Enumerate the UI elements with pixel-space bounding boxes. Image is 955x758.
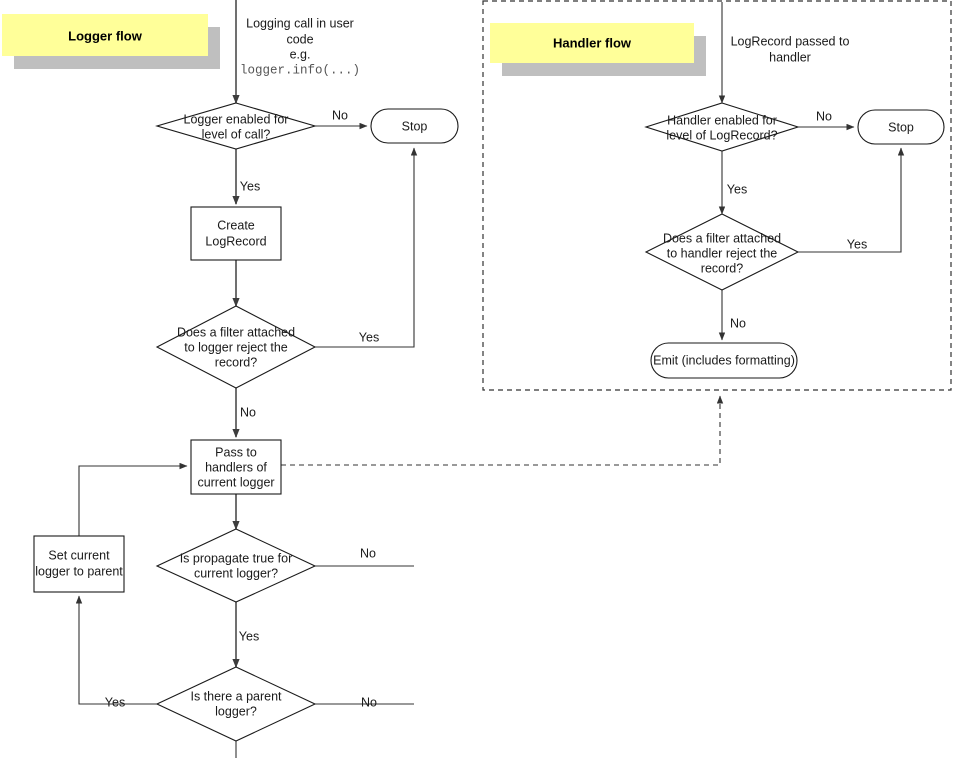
node-logger-filter[interactable]: Does a filter attached to logger reject … <box>155 305 317 389</box>
logger-entry-text: Logging call in user code e.g. logger.in… <box>240 16 360 77</box>
label-logger-enabled-yes: Yes <box>240 179 260 193</box>
is-propagate-line-1: Is propagate true for <box>180 551 293 565</box>
create-logrecord-shape[interactable] <box>190 206 282 261</box>
node-emit[interactable]: Emit (includes formatting) <box>650 342 798 379</box>
edge-pass-to-handler-flow <box>281 395 724 466</box>
logger-entry-line-1: Logging call in user <box>246 16 354 30</box>
node-create-logrecord[interactable]: Create LogRecord <box>190 206 282 261</box>
logger-enabled-diamond[interactable] <box>155 102 317 150</box>
logger-filter-diamond[interactable] <box>155 305 317 389</box>
node-is-propagate[interactable]: Is propagate true for current logger? <box>155 528 317 603</box>
node-pass-to-handlers[interactable]: Pass to handlers of current logger <box>190 439 282 495</box>
node-handler-enabled[interactable]: Handler enabled for level of LogRecord? <box>644 102 800 152</box>
logger-flow-title-box <box>2 14 208 56</box>
handler-flow-title-box <box>490 23 694 63</box>
emit-label: Emit (includes formatting) <box>653 353 795 367</box>
pass-to-handlers-shape[interactable] <box>190 439 282 495</box>
label-logger-filter-yes: Yes <box>359 330 379 344</box>
create-logrecord-line-2: LogRecord <box>205 234 266 248</box>
handler-enabled-line-2: level of LogRecord? <box>666 128 777 142</box>
is-propagate-line-2: current logger? <box>194 566 278 580</box>
label-handler-enabled-no: No <box>816 109 832 123</box>
has-parent-line-1: Is there a parent <box>190 689 282 703</box>
label-handler-enabled-yes: Yes <box>727 182 747 196</box>
handler-filter-line-1: Does a filter attached <box>663 231 781 245</box>
edge-logger-filter-yes <box>315 147 418 348</box>
logger-filter-line-1: Does a filter attached <box>177 325 295 339</box>
set-parent-line-1: Set current <box>48 548 110 562</box>
node-stop-handler[interactable]: Stop <box>857 109 945 145</box>
logger-enabled-line-2: level of call? <box>202 127 271 141</box>
handler-enabled-line-1: Handler enabled for <box>667 113 777 127</box>
set-parent-shape[interactable] <box>33 535 125 593</box>
handler-filter-line-2: to handler reject the <box>667 246 778 260</box>
stop-handler-label: Stop <box>888 120 914 134</box>
handler-flow-group-border <box>482 0 952 391</box>
label-logger-enabled-no: No <box>332 108 348 122</box>
label-propagate-no: No <box>360 546 376 560</box>
label-handler-filter-no: No <box>730 316 746 330</box>
logger-entry-line-3: e.g. <box>290 47 311 61</box>
node-has-parent[interactable]: Is there a parent logger? <box>155 666 317 742</box>
edge-set-parent-to-pass <box>78 462 188 536</box>
is-propagate-diamond[interactable] <box>155 528 317 603</box>
pass-to-handlers-line-3: current logger <box>197 475 274 489</box>
logger-flow-title-label: Logger flow <box>68 28 143 43</box>
set-parent-line-2: logger to parent <box>35 564 123 578</box>
handler-filter-line-3: record? <box>701 261 743 275</box>
handler-flow-title-label: Handler flow <box>553 35 632 50</box>
pass-to-handlers-line-2: handlers of <box>205 460 267 474</box>
handler-enabled-diamond[interactable] <box>644 102 800 152</box>
logger-entry-line-2: code <box>286 32 313 46</box>
label-logger-filter-no: No <box>240 405 256 419</box>
logger-enabled-line-1: Logger enabled for <box>184 112 289 126</box>
node-stop-logger[interactable]: Stop <box>370 108 459 144</box>
create-logrecord-line-1: Create <box>217 218 255 232</box>
label-handler-filter-yes: Yes <box>847 237 867 251</box>
stop-handler-shape[interactable] <box>857 109 945 145</box>
handler-entry-line-1: LogRecord passed to <box>731 34 850 48</box>
logger-flow-title: Logger flow <box>2 14 220 69</box>
handler-flow-title: Handler flow <box>490 23 706 76</box>
handler-filter-diamond[interactable] <box>644 213 800 291</box>
node-set-parent[interactable]: Set current logger to parent <box>33 535 125 593</box>
stop-logger-label: Stop <box>402 119 428 133</box>
handler-entry-text: LogRecord passed to handler <box>731 34 850 64</box>
stop-logger-shape[interactable] <box>370 108 459 144</box>
label-has-parent-yes: Yes <box>105 695 125 709</box>
logger-filter-line-2: to logger reject the <box>184 340 288 354</box>
edge-has-parent-yes <box>75 595 157 705</box>
logger-filter-line-3: record? <box>215 355 257 369</box>
edge-handler-filter-yes <box>798 147 905 253</box>
node-logger-enabled[interactable]: Logger enabled for level of call? <box>155 102 317 150</box>
label-propagate-yes: Yes <box>239 629 259 643</box>
label-has-parent-no: No <box>361 695 377 709</box>
has-parent-line-2: logger? <box>215 704 257 718</box>
pass-to-handlers-line-1: Pass to <box>215 445 257 459</box>
has-parent-diamond[interactable] <box>155 666 317 742</box>
node-handler-filter[interactable]: Does a filter attached to handler reject… <box>644 213 800 291</box>
handler-entry-line-2: handler <box>769 50 811 64</box>
logger-entry-code: logger.info(...) <box>240 63 360 77</box>
emit-shape[interactable] <box>650 342 798 379</box>
